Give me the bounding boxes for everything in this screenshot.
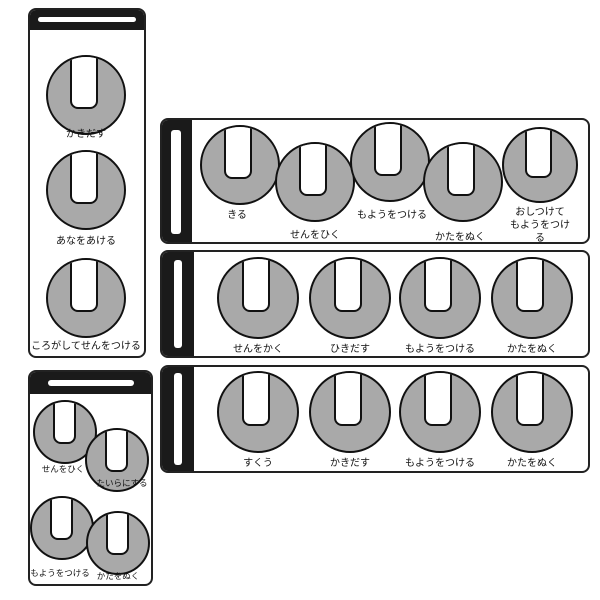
step-label: きる — [227, 210, 247, 221]
tool-tip-shape — [52, 402, 76, 444]
tool-image — [171, 130, 181, 234]
tool-strip — [162, 367, 194, 471]
step-label: あなをあける — [56, 236, 116, 247]
step-label: ひきだす — [330, 344, 370, 355]
tool-image — [174, 373, 182, 465]
tool-strip — [162, 120, 192, 242]
tool-tip-shape — [70, 57, 98, 109]
tool-tip-shape — [224, 127, 252, 179]
tool-tip-shape — [70, 152, 98, 204]
step-illustration — [33, 400, 97, 464]
tool-strip — [162, 252, 194, 356]
step-illustration — [217, 371, 299, 453]
step-illustration — [491, 257, 573, 339]
tool-tip-shape — [447, 144, 475, 196]
step-illustration — [350, 122, 430, 202]
step-label: もようをつける — [357, 210, 427, 221]
step-label: かきだす — [66, 129, 106, 140]
step-label: ころがしてせんをつける — [31, 341, 141, 352]
step-label: もようをつける — [405, 458, 475, 469]
step-label: かたをぬく — [435, 232, 485, 243]
step-illustration — [275, 142, 355, 222]
tool-header — [30, 372, 151, 394]
step-illustration — [30, 496, 94, 560]
step-illustration — [46, 55, 126, 135]
tool-tip-shape — [104, 430, 128, 472]
step-illustration — [86, 511, 150, 575]
step-illustration — [399, 371, 481, 453]
tool-tip-shape — [333, 373, 363, 427]
tool-tip-shape — [374, 124, 402, 176]
tool-tip-shape — [241, 373, 271, 427]
tool-tip-shape — [105, 513, 129, 555]
step-illustration — [200, 125, 280, 205]
step-label: かたをぬく — [507, 344, 557, 355]
tool-tip-shape — [299, 144, 327, 196]
tool-header — [30, 10, 144, 30]
step-label: もようをつける — [405, 344, 475, 355]
step-illustration — [85, 428, 149, 492]
step-illustration — [309, 371, 391, 453]
tool-image — [38, 17, 136, 22]
step-label: かきだす — [330, 458, 370, 469]
step-illustration — [217, 257, 299, 339]
tool-tip-shape — [515, 373, 545, 427]
step-illustration — [46, 150, 126, 230]
tool-tip-shape — [423, 259, 453, 313]
tool-tip-shape — [70, 260, 98, 312]
tool-image — [174, 260, 182, 348]
step-label: かたをぬく — [96, 572, 140, 582]
step-illustration — [491, 371, 573, 453]
step-label: せんをひく — [290, 230, 340, 241]
step-illustration — [309, 257, 391, 339]
step-label: たいらにする — [96, 479, 148, 489]
step-label: おしつけて もようをつける — [510, 207, 570, 244]
step-label: すくう — [243, 458, 273, 469]
tool-tip-shape — [423, 373, 453, 427]
step-illustration — [502, 127, 578, 203]
tool-tip-shape — [241, 259, 271, 313]
tool-tip-shape — [49, 498, 73, 540]
tool-tip-shape — [333, 259, 363, 313]
step-illustration — [399, 257, 481, 339]
tool-image — [48, 380, 134, 386]
step-label: もようをつける — [30, 569, 90, 579]
tool-tip-shape — [515, 259, 545, 313]
step-label: せんをひく — [41, 465, 85, 475]
step-illustration — [423, 142, 503, 222]
step-label: かたをぬく — [507, 458, 557, 469]
step-label: せんをかく — [233, 344, 283, 355]
step-illustration — [46, 258, 126, 338]
tool-tip-shape — [524, 129, 552, 179]
